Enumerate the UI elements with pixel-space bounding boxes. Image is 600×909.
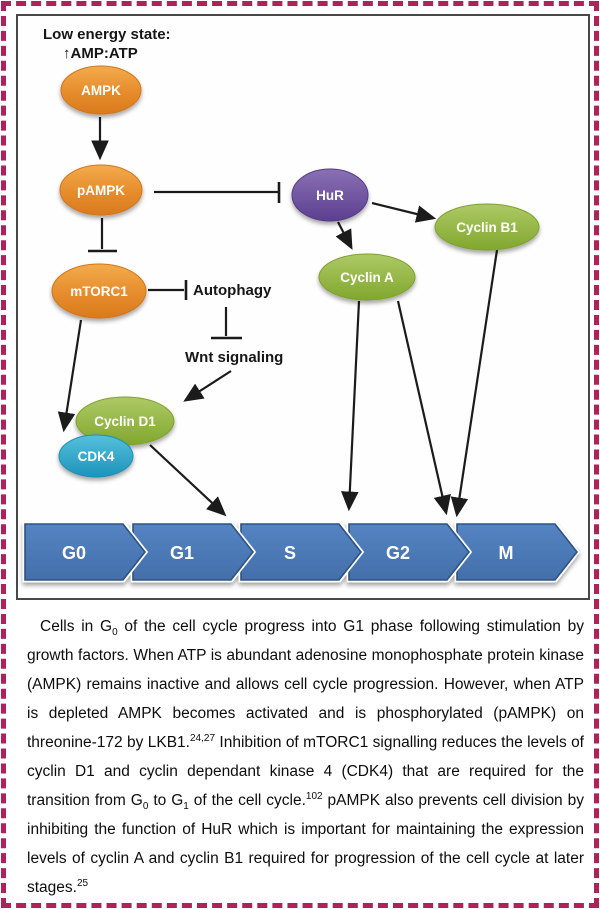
node-ampk: AMPK bbox=[60, 65, 142, 115]
edge-wnt-cyclind1-arrow bbox=[183, 370, 232, 402]
node-ampk-label: AMPK bbox=[81, 83, 121, 98]
stage-m-label: M bbox=[499, 543, 514, 563]
wnt-signaling-label: Wnt signaling bbox=[185, 349, 283, 366]
pathway-diagram: Low energy state: ↑AMP:ATP bbox=[22, 26, 581, 583]
node-cyclin-a-label: Cyclin A bbox=[340, 270, 394, 285]
stage-g1: G1 bbox=[130, 521, 257, 583]
stage-g1-label: G1 bbox=[170, 543, 194, 563]
cell-cycle-track: M G2 S G1 G0 bbox=[22, 521, 581, 583]
stage-g2-label: G2 bbox=[386, 543, 410, 563]
stage-s: S bbox=[238, 521, 365, 583]
pathway-figure-box: Low energy state: ↑AMP:ATP bbox=[16, 14, 590, 600]
edge-mtorc1-cdk4-arrow bbox=[57, 319, 83, 433]
node-pampk-label: pAMPK bbox=[77, 183, 125, 198]
pathway-edges bbox=[57, 117, 499, 518]
edge-hur-cyclinb1-arrow bbox=[371, 201, 437, 223]
stage-g0: G0 bbox=[22, 521, 149, 583]
edge-cyclina-g2m-arrow bbox=[396, 300, 451, 516]
node-mtorc1: mTORC1 bbox=[51, 263, 147, 319]
stage-g2: G2 bbox=[346, 521, 473, 583]
node-mtorc1-label: mTORC1 bbox=[70, 284, 128, 299]
edge-hur-cyclina-arrow bbox=[335, 221, 353, 250]
figure-caption: Cells in G0 of the cell cycle progress i… bbox=[27, 618, 585, 896]
node-cdk4: CDK4 bbox=[58, 434, 134, 478]
node-cyclin-a: Cyclin A bbox=[318, 253, 416, 301]
edge-cyclind1-g1s-arrow bbox=[149, 444, 227, 517]
node-pampk: pAMPK bbox=[59, 164, 143, 216]
edge-cyclina-sg2-arrow bbox=[341, 300, 361, 512]
amp-atp-ratio-label: ↑AMP:ATP bbox=[63, 45, 138, 62]
low-energy-state-label: Low energy state: bbox=[43, 26, 171, 43]
node-cdk4-label: CDK4 bbox=[78, 449, 115, 464]
node-hur-label: HuR bbox=[316, 188, 344, 203]
node-cyclin-d1: Cyclin D1 bbox=[75, 396, 175, 446]
autophagy-label: Autophagy bbox=[193, 282, 272, 299]
node-hur: HuR bbox=[291, 168, 369, 222]
edge-cyclinb1-g2m-arrow bbox=[450, 249, 499, 518]
stage-s-label: S bbox=[284, 543, 296, 563]
stage-g0-label: G0 bbox=[62, 543, 86, 563]
node-cyclin-b1-label: Cyclin B1 bbox=[456, 220, 518, 235]
node-cyclin-d1-label: Cyclin D1 bbox=[94, 414, 156, 429]
stage-m: M bbox=[454, 521, 581, 583]
node-cyclin-b1: Cyclin B1 bbox=[434, 203, 540, 251]
